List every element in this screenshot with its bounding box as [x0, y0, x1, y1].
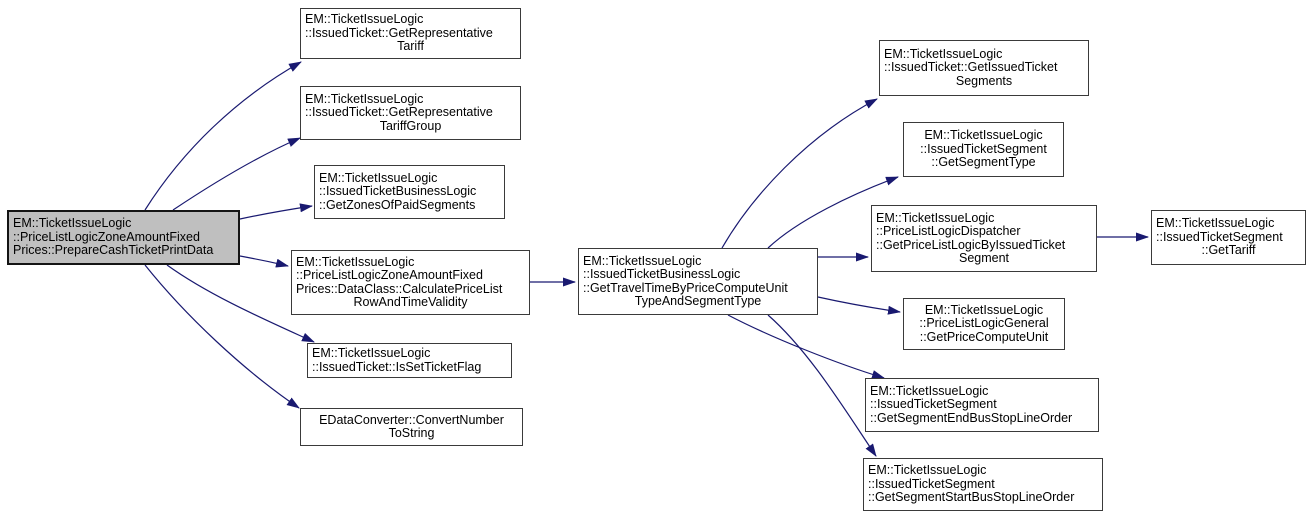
node-label-line: ::GetSegmentType	[931, 155, 1036, 170]
graph-node-n10[interactable]: EM::TicketIssueLogic::PriceListLogicDisp…	[871, 205, 1097, 272]
node-label-line: EM::TicketIssueLogic	[319, 170, 438, 185]
edge-n7-n13	[767, 314, 877, 457]
graph-node-n3[interactable]: EM::TicketIssueLogic::IssuedTicketBusine…	[314, 165, 505, 219]
node-label-line: RowAndTimeValidity	[353, 295, 468, 309]
node-label-line: TypeAndSegmentType	[634, 294, 762, 308]
edge-n0-n6	[144, 264, 300, 409]
node-label-line: ::IssuedTicketSegment	[1156, 229, 1283, 244]
node-label-line: ::IssuedTicket::GetIssuedTicket	[884, 60, 1058, 75]
node-label-line: ::IssuedTicket::GetRepresentative	[305, 105, 493, 120]
node-label-line: EM::TicketIssueLogic	[583, 253, 702, 268]
node-label-line: ::GetPriceComputeUnit	[919, 329, 1049, 344]
node-label-line: Segments	[955, 73, 1013, 88]
node-label-line: EM::TicketIssueLogic	[296, 254, 415, 269]
edge-n0-n2	[172, 137, 301, 211]
node-label-line: Prices::DataClass::CalculatePriceList	[296, 281, 503, 296]
node-label-line: TariffGroup	[379, 118, 442, 133]
node-label-line: EM::TicketIssueLogic	[305, 91, 424, 106]
node-label-line: EM::TicketIssueLogic	[312, 346, 431, 360]
node-label-line: EM::TicketIssueLogic	[884, 46, 1003, 61]
node-label-line: ::PriceListLogicZoneAmountFixed	[13, 229, 200, 244]
node-label-line: EM::TicketIssueLogic	[876, 210, 995, 225]
node-label-line: ::PriceListLogicZoneAmountFixed	[296, 268, 483, 282]
node-label-line: ::IssuedTicketBusinessLogic	[583, 267, 741, 281]
edge-n7-n9	[767, 176, 899, 249]
edge-n7-n12	[727, 314, 885, 379]
edge-n0-n3	[239, 203, 313, 220]
graph-node-n0: EM::TicketIssueLogic::PriceListLogicZone…	[7, 210, 240, 265]
graph-node-n14[interactable]: EM::TicketIssueLogic::IssuedTicketSegmen…	[1151, 210, 1306, 265]
graph-node-n7[interactable]: EM::TicketIssueLogic::IssuedTicketBusine…	[578, 248, 818, 315]
node-label-line: EM::TicketIssueLogic	[305, 12, 424, 27]
graph-node-n4[interactable]: EM::TicketIssueLogic::PriceListLogicZone…	[291, 250, 530, 315]
edge-n0-n1	[144, 61, 302, 211]
graph-node-n13[interactable]: EM::TicketIssueLogic::IssuedTicketSegmen…	[863, 458, 1103, 511]
graph-node-n1[interactable]: EM::TicketIssueLogic::IssuedTicket::GetR…	[300, 8, 521, 59]
node-label-line: Prices::PrepareCashTicketPrintData	[13, 243, 214, 258]
edge-n0-n4	[239, 255, 289, 268]
node-label-line: ::IssuedTicketSegment	[920, 141, 1047, 156]
node-label-line: EM::TicketIssueLogic	[13, 216, 132, 231]
graph-node-n2[interactable]: EM::TicketIssueLogic::IssuedTicket::GetR…	[300, 86, 521, 140]
graph-node-n8[interactable]: EM::TicketIssueLogic::IssuedTicket::GetI…	[879, 40, 1089, 96]
node-label-line: EM::TicketIssueLogic	[870, 383, 989, 398]
edge-group	[144, 61, 1149, 457]
node-label-line: ::GetPriceListLogicByIssuedTicket	[876, 237, 1066, 252]
node-label-line: ::GetSegmentEndBusStopLineOrder	[870, 410, 1073, 425]
node-label-line: ::GetZonesOfPaidSegments	[319, 197, 476, 212]
node-label-line: ::GetSegmentStartBusStopLineOrder	[868, 490, 1075, 505]
node-label-line: ::PriceListLogicDispatcher	[876, 224, 1021, 238]
edge-n7-n11	[817, 296, 901, 315]
graph-node-n5[interactable]: EM::TicketIssueLogic::IssuedTicket::IsSe…	[307, 343, 512, 378]
node-label-line: EM::TicketIssueLogic	[868, 463, 987, 478]
node-label-line: ToString	[388, 426, 435, 440]
node-label-line: ::PriceListLogicGeneral	[919, 316, 1049, 331]
node-label-line: ::GetTariff	[1201, 243, 1256, 258]
node-label-line: ::IssuedTicketSegment	[868, 476, 995, 491]
edge-n7-n8	[721, 98, 878, 249]
node-label-line: ::IssuedTicket::GetRepresentative	[305, 25, 493, 40]
graph-node-n9[interactable]: EM::TicketIssueLogic::IssuedTicketSegmen…	[903, 122, 1064, 177]
node-label-line: ::IssuedTicketBusinessLogic	[319, 184, 477, 199]
node-label-line: Segment	[958, 251, 1010, 265]
node-label-line: EM::TicketIssueLogic	[1156, 216, 1275, 231]
node-label-line: ::GetTravelTimeByPriceComputeUnit	[583, 280, 788, 295]
node-label-line: EDataConverter::ConvertNumber	[319, 412, 504, 427]
node-label-line: EM::TicketIssueLogic	[924, 302, 1044, 317]
edge-n0-n5	[166, 264, 315, 343]
node-label-line: ::IssuedTicket::IsSetTicketFlag	[312, 359, 482, 374]
node-label-line: Tariff	[397, 39, 424, 54]
node-label-line: EM::TicketIssueLogic	[924, 128, 1043, 143]
node-label-line: ::IssuedTicketSegment	[870, 397, 997, 412]
graph-node-n11[interactable]: EM::TicketIssueLogic::PriceListLogicGene…	[903, 298, 1065, 350]
graph-node-n12[interactable]: EM::TicketIssueLogic::IssuedTicketSegmen…	[865, 378, 1099, 432]
